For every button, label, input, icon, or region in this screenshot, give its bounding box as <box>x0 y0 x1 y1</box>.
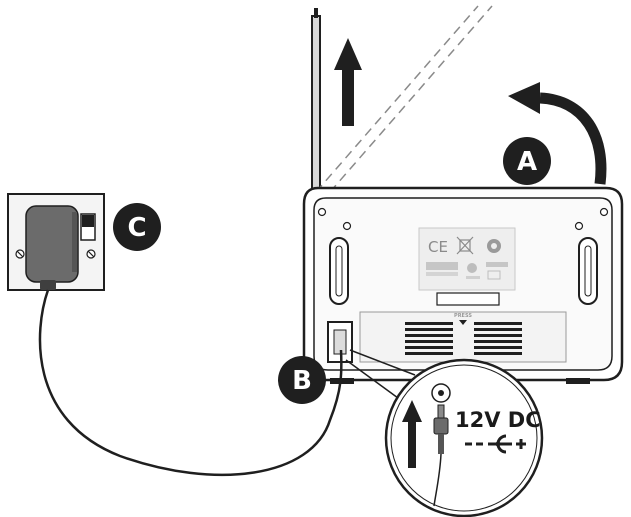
up-arrow-icon <box>402 400 422 468</box>
up-arrow-icon <box>334 38 362 126</box>
power-spec-label: 12V DC <box>455 408 541 432</box>
label-b-text: B <box>292 366 312 396</box>
antenna-folded-outline <box>315 5 493 193</box>
vent-grille <box>405 322 522 355</box>
label-c-badge: C <box>113 203 161 251</box>
label-a-text: A <box>517 147 537 177</box>
jack-zoom-detail: 12V DC <box>384 358 544 517</box>
dc-polarity-icon <box>465 434 526 454</box>
socket-screw-icon <box>15 249 96 259</box>
telescopic-antenna <box>311 8 321 193</box>
radio-body: CE PRESS <box>302 186 624 384</box>
dc-jack-socket <box>327 321 353 363</box>
rating-label: CE <box>418 227 516 291</box>
label-a-badge: A <box>503 137 551 185</box>
screw-icon <box>317 207 609 231</box>
power-adapter <box>25 205 79 290</box>
weee-bin-icon <box>456 236 474 255</box>
recycle-icon <box>487 239 501 253</box>
label-c-text: C <box>127 213 146 243</box>
press-label: PRESS <box>454 313 472 319</box>
power-cable <box>38 289 343 477</box>
curved-arrow-icon <box>508 82 607 185</box>
battery-compartment: PRESS <box>359 311 567 363</box>
ce-mark-icon: CE <box>428 238 448 256</box>
serial-plate <box>436 292 500 306</box>
zoom-connector-lines <box>345 349 416 399</box>
label-b-badge: B <box>278 356 326 404</box>
